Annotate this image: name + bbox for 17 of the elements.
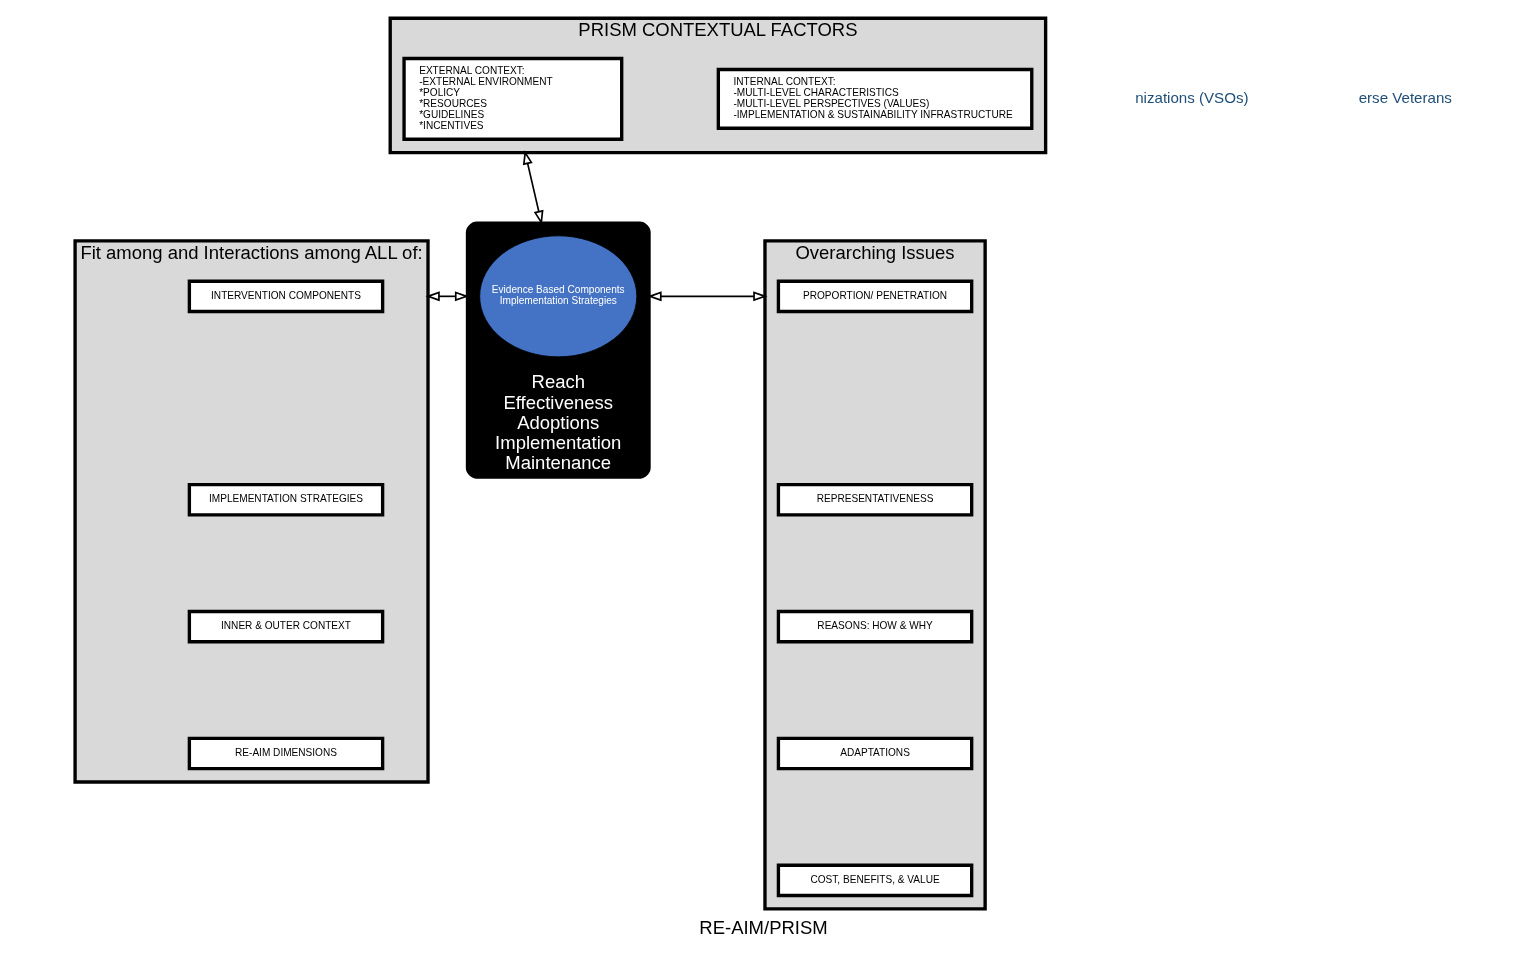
- node-box: INNER & OUTER CONTEXT: [187, 609, 385, 644]
- node-box: RE-AIM DIMENSIONS: [187, 736, 385, 771]
- node-box: COST, BENEFITS, & VALUE: [776, 863, 974, 898]
- label: erse Veterans: [1358, 88, 1452, 106]
- label: nizations (VSOs): [1135, 88, 1249, 106]
- arrow: [647, 291, 768, 302]
- node-box: INTERNAL CONTEXT: -MULTI-LEVEL CHARACTERISTICS -MULTI-LEVEL PERSPECTIVES (VALUES) -IMPLEMENTATION & SUSTAINABILITY INFRASTRUCTURE: [716, 67, 1034, 130]
- caption: RE-AIM/PRISM: [699, 916, 828, 938]
- node-box: ADAPTATIONS: [776, 736, 974, 771]
- node-box: EXTERNAL CONTEXT: -EXTERNAL ENVIRONMENT *POLICY *RESOURCES *GUIDELINES *INCENTIVES: [402, 56, 624, 141]
- node-box: IMPLEMENTATION STRATEGIES: [187, 482, 385, 517]
- arrow: [522, 150, 544, 225]
- node-ellipse: Evidence Based Components Implementation Strategies: [479, 235, 638, 358]
- node-box: INTERVENTION COMPONENTS: [187, 279, 385, 314]
- node-box: REPRESENTATIVENESS: [776, 482, 974, 517]
- node-box: PROPORTION/ PENETRATION: [776, 279, 974, 314]
- node-box: REASONS: HOW & WHY: [776, 609, 974, 644]
